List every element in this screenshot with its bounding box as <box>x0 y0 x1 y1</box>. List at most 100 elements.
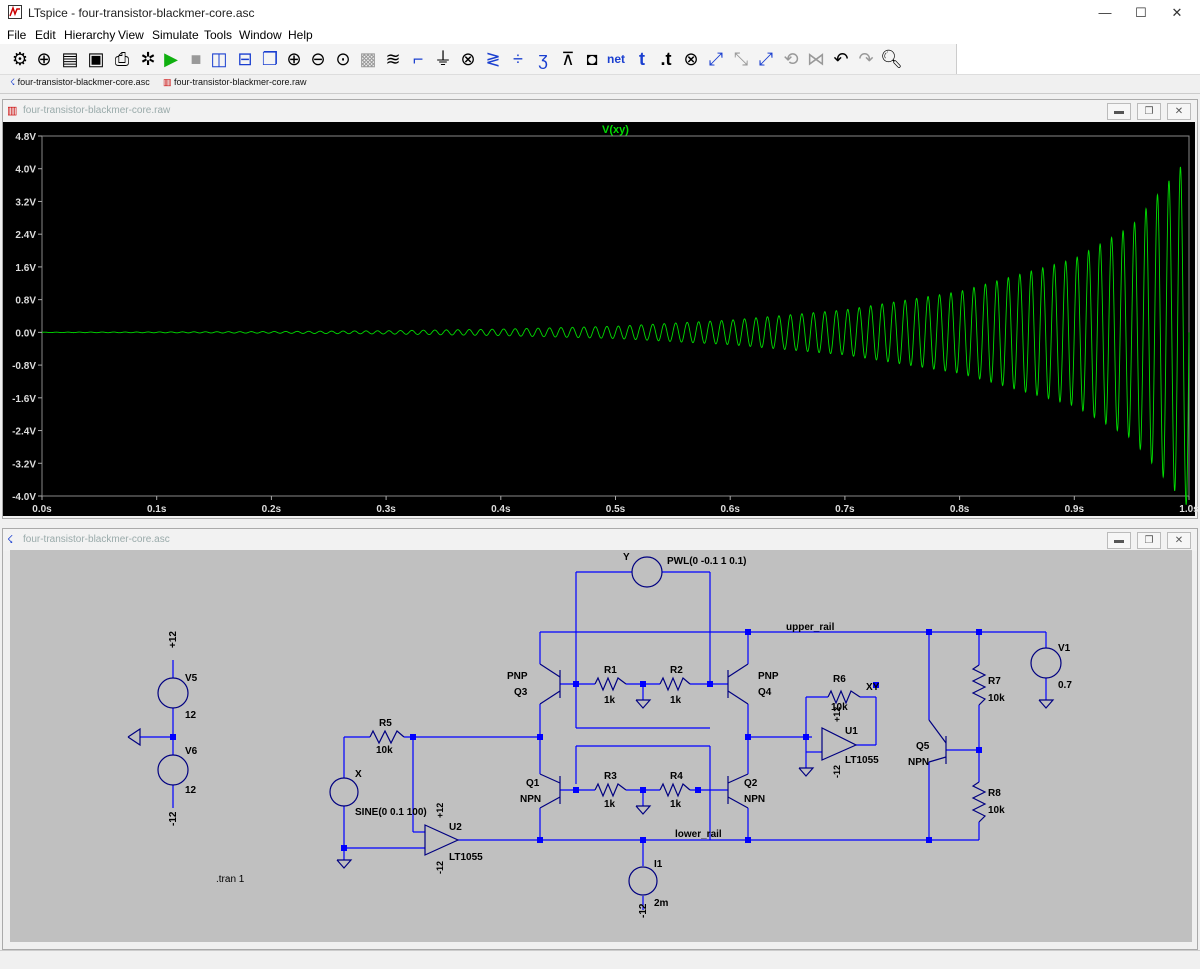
u1-opamp[interactable] <box>821 727 858 761</box>
waveform-plot[interactable]: V(xy)4.8V4.0V3.2V2.4V1.6V0.8V0.0V-0.8V-1… <box>0 120 1200 518</box>
schematic-icon: ☇ <box>10 77 18 87</box>
x-tick-label: 0.4s <box>491 504 511 515</box>
component-icon[interactable]: ◘ <box>586 49 598 69</box>
control-panel-icon[interactable]: ✲ <box>140 49 156 69</box>
i1-source[interactable] <box>628 866 658 896</box>
r8-resistor[interactable] <box>971 781 987 823</box>
new-schematic-icon[interactable]: ⊕ <box>36 49 52 69</box>
menu-view[interactable]: View <box>118 28 144 42</box>
q1-label: Q1 <box>526 778 540 789</box>
label-icon[interactable]: ⊗ <box>460 49 476 69</box>
v6-minus-label: -12 <box>168 811 179 826</box>
v5-source[interactable] <box>157 677 189 709</box>
save-icon[interactable]: ▣ <box>87 49 105 69</box>
q3-type: PNP <box>507 671 528 682</box>
rotate-icon[interactable]: ⟲ <box>783 49 799 69</box>
waveform-caption: ▥ four-transistor-blackmer-core.raw ▬ ❐ … <box>3 100 1197 122</box>
close-button[interactable]: ✕ <box>1171 5 1183 20</box>
tab-waveform[interactable]: ▥ four-transistor-blackmer-core.raw <box>163 77 307 88</box>
menu-file[interactable]: File <box>7 28 27 42</box>
capacitor-icon[interactable]: ÷ <box>513 49 523 69</box>
x-tick-label: 0.8s <box>950 504 970 515</box>
maximize-button[interactable]: ☐ <box>1135 5 1147 20</box>
junction-dots <box>170 629 982 851</box>
ground-icon[interactable]: ⏚ <box>434 49 452 69</box>
v6-source[interactable] <box>157 754 189 786</box>
undo-icon[interactable]: ↶ <box>833 49 849 69</box>
tab-schematic[interactable]: ☇ four-transistor-blackmer-core.asc <box>10 77 150 88</box>
zoom-fit-icon[interactable]: ⊙ <box>335 49 351 69</box>
pwl-source[interactable] <box>631 556 663 588</box>
zoom-out-icon[interactable]: ⊖ <box>310 49 326 69</box>
x-source[interactable] <box>329 777 359 807</box>
print-icon[interactable]: ⎙ <box>114 49 130 69</box>
autorange-icon[interactable]: ≋ <box>385 49 401 69</box>
v6-value: 12 <box>185 785 197 796</box>
move-icon[interactable]: ⤡ <box>733 49 749 69</box>
run-icon[interactable]: ▶ <box>164 49 178 69</box>
tran-directive: .tran 1 <box>216 874 245 885</box>
r2-resistor[interactable] <box>659 676 691 692</box>
menu-window[interactable]: Window <box>239 28 282 42</box>
sine-label: SINE(0 0.1 100) <box>355 807 427 818</box>
r7-resistor[interactable] <box>971 664 987 706</box>
u2-opamp[interactable] <box>424 824 460 856</box>
plot-frame <box>41 135 1190 497</box>
restore-button[interactable]: ❐ <box>1137 103 1161 120</box>
minimize-button[interactable]: — <box>1098 5 1112 20</box>
x-tick-label: 0.1s <box>147 504 167 515</box>
tile-vertical-icon[interactable]: ◫ <box>210 49 228 69</box>
diode-icon[interactable]: ⊼ <box>561 49 575 69</box>
delete-icon[interactable]: ⊗ <box>683 49 699 69</box>
find-icon[interactable]: 🔍︎ <box>880 49 903 69</box>
restore-button[interactable]: ❐ <box>1137 532 1161 549</box>
x-tick-label: 0.3s <box>376 504 396 515</box>
menu-tools[interactable]: Tools <box>204 28 233 42</box>
pwl-label: PWL(0 -0.1 1 0.1) <box>667 556 746 567</box>
zoom-full-icon[interactable]: ▩ <box>359 49 377 69</box>
r6-resistor[interactable] <box>827 689 861 705</box>
schematic-caption: ☇ four-transistor-blackmer-core.asc ▬ ❐ … <box>3 529 1197 551</box>
menu-edit[interactable]: Edit <box>35 28 56 42</box>
r5-resistor[interactable] <box>369 729 405 745</box>
schematic-title: four-transistor-blackmer-core.asc <box>23 534 170 545</box>
ground-symbol <box>798 767 815 777</box>
gear-icon[interactable]: ⚙ <box>11 49 29 69</box>
zoom-in-icon[interactable]: ⊕ <box>286 49 302 69</box>
r7-value: 10k <box>988 693 1005 704</box>
r4-value: 1k <box>670 799 682 810</box>
spice-directive-icon[interactable]: .t <box>660 49 672 69</box>
menu-simulate[interactable]: Simulate <box>152 28 199 42</box>
schematic-canvas[interactable]: +12 V5 12 V6 12 -12 R5 10k X SINE(0 0.1 … <box>10 550 1192 942</box>
tile-horizontal-icon[interactable]: ⊟ <box>237 49 253 69</box>
r3-resistor[interactable] <box>594 782 627 798</box>
r1-resistor[interactable] <box>594 676 627 692</box>
redo-icon[interactable]: ↷ <box>858 49 874 69</box>
minimize-button[interactable]: ▬ <box>1107 532 1131 549</box>
drag-icon[interactable]: ⤢ <box>758 49 774 69</box>
text-icon[interactable]: t <box>639 49 645 69</box>
r4-resistor[interactable] <box>659 782 691 798</box>
r2-label: R2 <box>670 665 683 676</box>
duplicate-icon[interactable]: ⤢ <box>708 49 724 69</box>
schematic-wires <box>140 571 1047 910</box>
netlist-icon[interactable]: net <box>607 52 625 66</box>
v6-label: V6 <box>185 746 198 757</box>
menu-hierarchy[interactable]: Hierarchy <box>64 28 116 42</box>
open-icon[interactable]: ▤ <box>61 49 79 69</box>
r5-label: R5 <box>379 718 392 729</box>
minimize-button[interactable]: ▬ <box>1107 103 1131 120</box>
close-button[interactable]: ✕ <box>1167 103 1191 120</box>
ltspice-logo-icon <box>8 5 22 19</box>
halt-icon[interactable]: ■ <box>190 49 202 69</box>
resistor-icon[interactable]: ≷ <box>485 49 501 69</box>
close-button[interactable]: ✕ <box>1167 532 1191 549</box>
v1-source[interactable] <box>1030 647 1062 679</box>
mirror-icon[interactable]: ⋈ <box>807 49 825 69</box>
toolbar: ⚙ ⊕ ▤ ▣ ⎙ ✲ ▶ ■ ◫ ⊟ ❐ ⊕ ⊖ ⊙ ▩ ≋ ⌐ ⏚ ⊗ ≷ … <box>0 44 1200 75</box>
menu-help[interactable]: Help <box>288 28 313 42</box>
inductor-icon[interactable]: ʒ <box>538 49 548 69</box>
cascade-icon[interactable]: ❐ <box>261 49 279 69</box>
r8-label: R8 <box>988 788 1001 799</box>
wire-icon[interactable]: ⌐ <box>412 49 424 69</box>
